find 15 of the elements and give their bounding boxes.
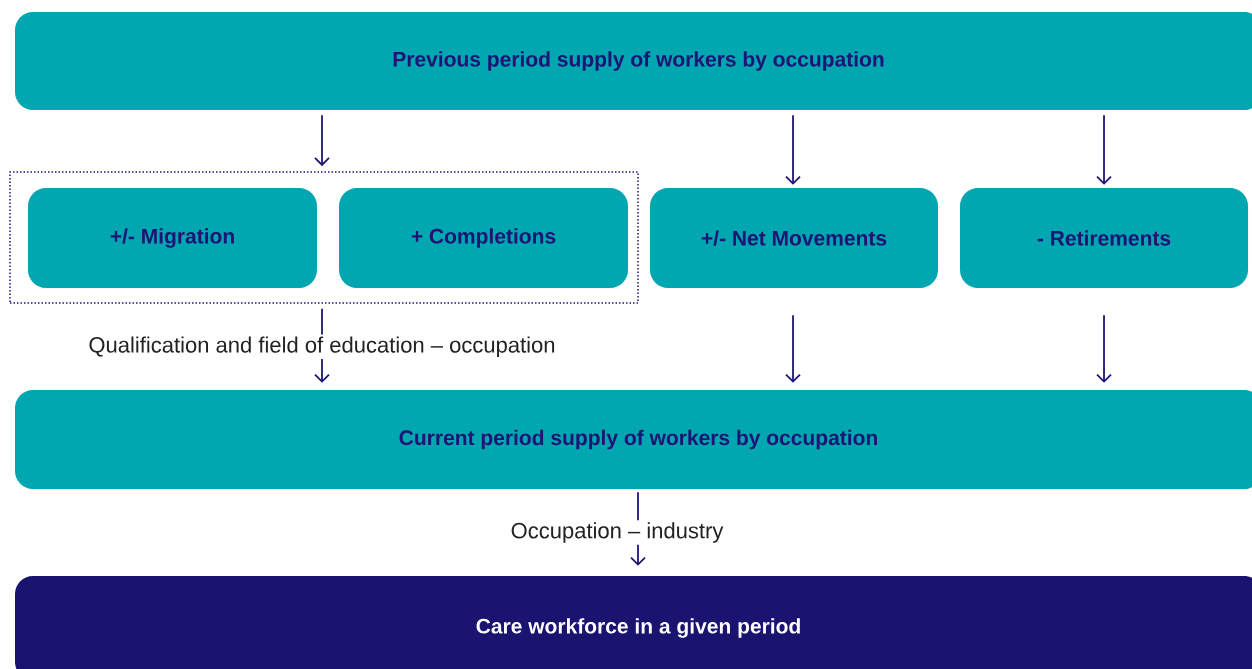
- group-frame: [9, 171, 639, 304]
- arrow: [314, 114, 330, 167]
- arrow: [785, 314, 801, 383]
- process-box: +/- Net Movements: [650, 188, 938, 288]
- arrow: [785, 114, 801, 185]
- result-box: Care workforce in a given period: [15, 576, 1252, 669]
- process-box: +/- Migration: [28, 188, 317, 288]
- process-box: Previous period supply of workers by occupation: [15, 12, 1252, 110]
- process-box: + Completions: [339, 188, 628, 288]
- edge-label: Qualification and field of education – occupation: [86, 334, 558, 360]
- arrow: [1096, 314, 1112, 383]
- arrow: [1096, 114, 1112, 185]
- process-box: - Retirements: [960, 188, 1248, 288]
- process-box: Current period supply of workers by occupation: [15, 390, 1252, 489]
- edge-label: Occupation – industry: [508, 520, 726, 545]
